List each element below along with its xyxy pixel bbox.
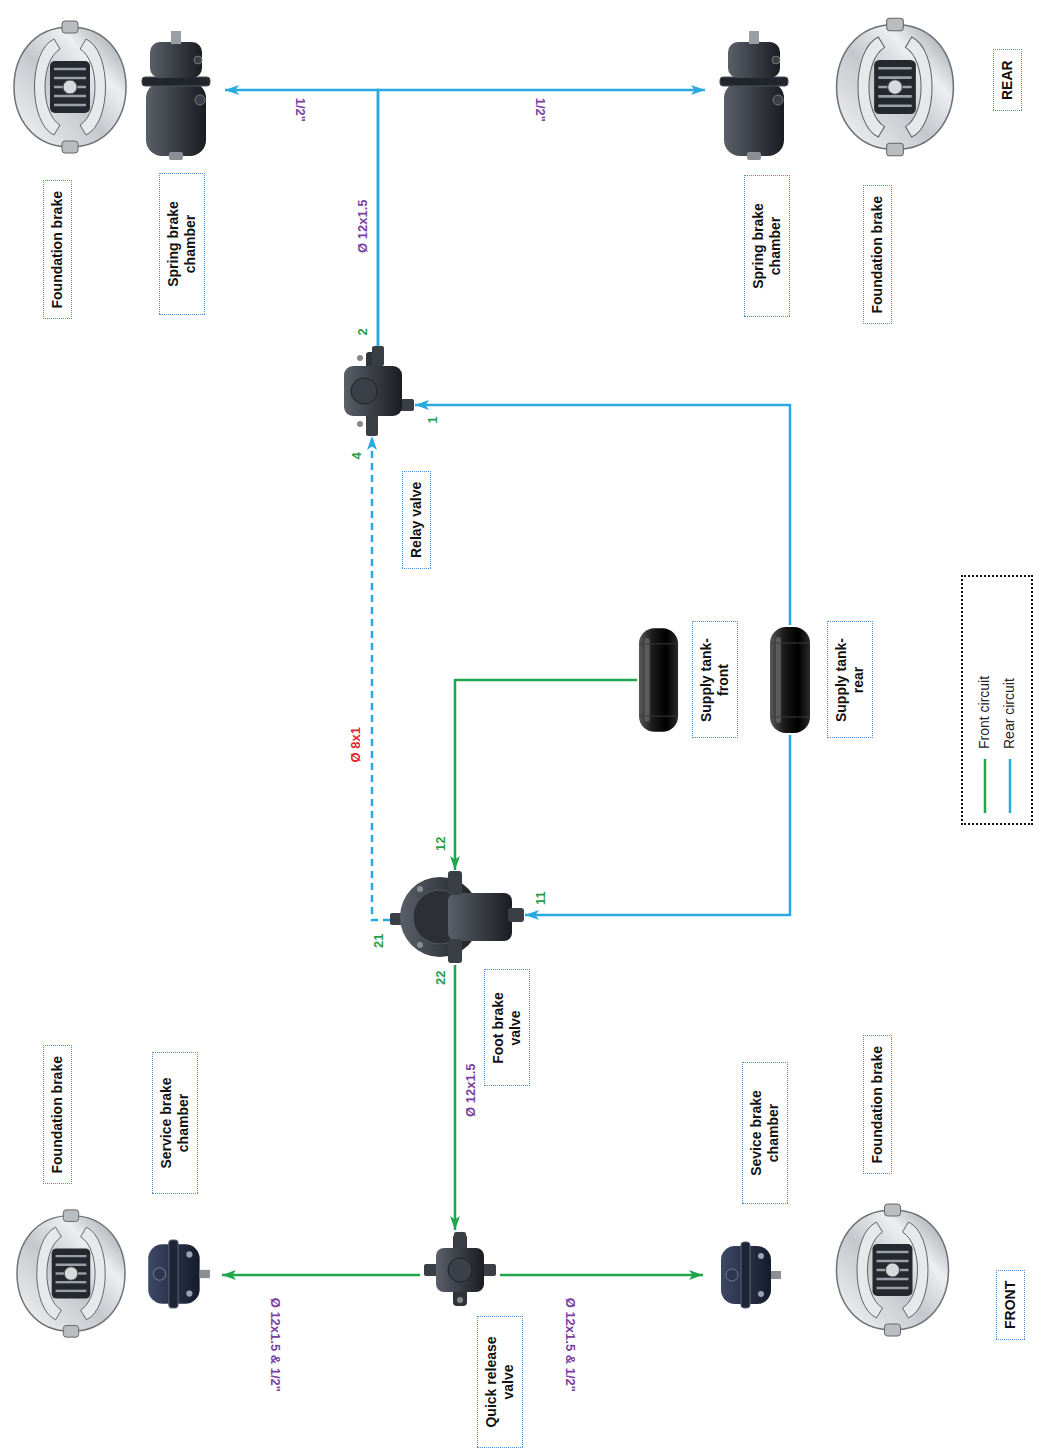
service-chamber-drawing (721, 1242, 781, 1308)
axle-label: REAR (999, 60, 1016, 100)
part-label: Foundation brake (43, 180, 72, 319)
part-label: Quick release valve (477, 1316, 523, 1448)
service-chamber-drawing (148, 1240, 210, 1308)
part-label: Foot brake valve (484, 970, 530, 1087)
part-label: Spring brake chamber (159, 173, 205, 315)
air-line (525, 735, 790, 915)
component-region: Foundation brake (12, 1206, 130, 1341)
component-region: Supply tank-rear (768, 625, 812, 735)
air-line (500, 1274, 703, 1277)
legend-text: Front circuit (976, 676, 993, 749)
port-number: 22 (433, 969, 448, 987)
part-label: Spring brake chamber (744, 175, 790, 317)
port-number: 2 (355, 326, 370, 337)
part-label: Sevice brake chamber (742, 1062, 788, 1204)
foundation-brake-drawing (837, 18, 954, 156)
relay-valve-drawing (344, 346, 414, 436)
foundation-brake-drawing (17, 1210, 125, 1337)
air-line (222, 1274, 420, 1277)
pipe-size-label: 1/2" (533, 96, 548, 124)
air-line (455, 680, 637, 870)
component-region: Quick release valve (420, 1230, 500, 1310)
spring-chamber-drawing (720, 31, 788, 160)
part-label: Relay valve (402, 471, 431, 569)
component-region: Foundation brake (830, 14, 960, 160)
pipe-size-label: Ø 12x1.5 (355, 198, 370, 256)
legend-row: Rear circuit (997, 577, 1022, 815)
quick-release-valve-drawing (424, 1232, 496, 1306)
foot-brake-valve-drawing (390, 871, 524, 963)
legend-line (983, 759, 986, 813)
component-region: Sevice brake chamber (703, 1234, 783, 1316)
foundation-brake-drawing (14, 21, 126, 153)
component-region: Service brake chamber (140, 1238, 222, 1310)
part-label: Supply tank-front (692, 622, 738, 739)
pipe-size-label: 1/2" (293, 96, 308, 124)
spring-chamber-drawing (142, 31, 210, 160)
air-line (372, 436, 390, 920)
legend-row: Front circuit (972, 577, 997, 815)
legend-text: Rear circuit (1001, 678, 1018, 749)
air-line (378, 90, 705, 346)
air-line (454, 965, 457, 1230)
axle-tag: REAR (993, 49, 1022, 111)
pipe-size-label: Ø 12x1.5 (463, 1062, 478, 1120)
legend-line-sample (979, 757, 991, 815)
part-label: Foundation brake (863, 1035, 892, 1174)
component-region: Supply tank-front (637, 625, 680, 735)
pipe-size-label: Ø 12x1.5 & 1/2" (563, 1296, 578, 1394)
supply-tank-drawing (639, 628, 678, 732)
component-region: Spring brake chamber (705, 30, 790, 160)
legend-line-sample (1004, 757, 1016, 815)
component-region: Foot brake valve (390, 870, 525, 965)
legend-line (1008, 759, 1011, 813)
part-label: Foundation brake (43, 1045, 72, 1184)
component-region: Foundation brake (825, 1200, 960, 1340)
air-line (415, 405, 790, 625)
air-line (225, 90, 378, 346)
part-label: Foundation brake (863, 185, 892, 324)
pipe-size-label: Ø 8x1 (348, 725, 363, 764)
component-region: Relay valve (330, 346, 415, 436)
port-number: 11 (533, 889, 548, 907)
port-number: 1 (425, 414, 440, 425)
axle-label: FRONT (1002, 1281, 1019, 1329)
legend-box: Front circuit Rear circuit (961, 575, 1033, 825)
component-region: Spring brake chamber (140, 30, 225, 160)
part-label: Service brake chamber (152, 1052, 198, 1194)
part-label: Supply tank-rear (827, 622, 873, 739)
port-number: 12 (433, 835, 448, 853)
pipe-size-label: Ø 12x1.5 & 1/2" (268, 1296, 283, 1394)
port-number: 21 (371, 932, 386, 950)
port-number: 4 (349, 450, 364, 461)
component-region: Foundation brake (10, 14, 130, 160)
foundation-brake-drawing (837, 1204, 949, 1336)
axle-tag: FRONT (996, 1270, 1025, 1340)
supply-tank-drawing (770, 627, 810, 733)
